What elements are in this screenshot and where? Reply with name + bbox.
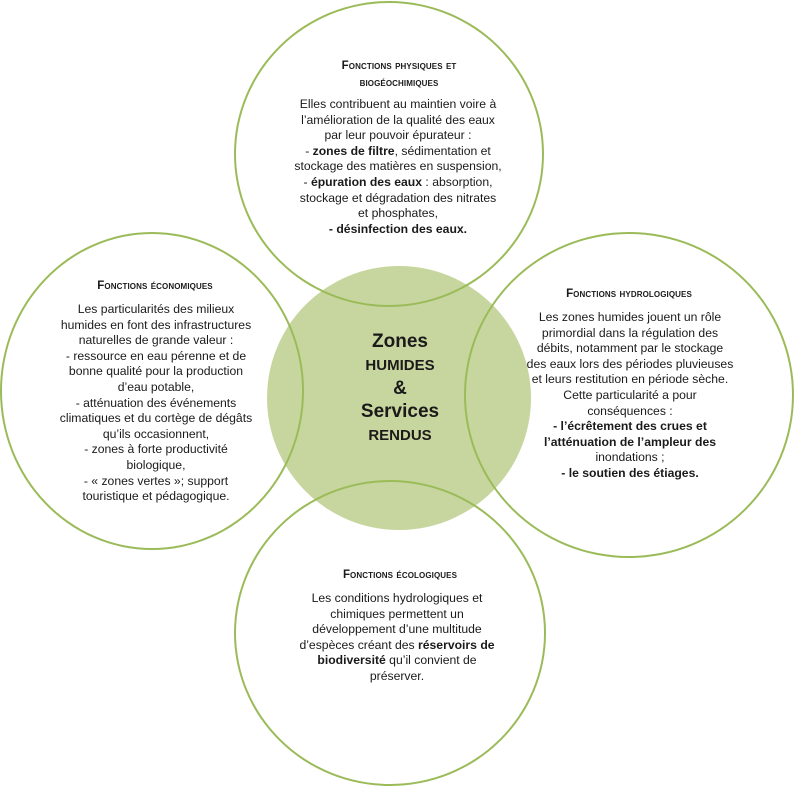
bottom-body: Les conditions hydrologiques et chimique… [272,591,522,685]
right-line-7: conséquences : [587,403,673,418]
top-line-7: stockage et dégradation des nitrates [299,190,497,205]
left-line-2: humides en font des infrastructures [60,317,252,332]
top-title-line-2: biogéochimiques [359,77,439,89]
top-body: Elles contribuent au maintien voire à l’… [269,97,527,237]
center-line-4: Services [360,401,440,422]
top-bold-filtre: zones de filtre [312,143,395,158]
top-line-5: stockage des matières en suspension, [294,159,502,174]
top-line-3: par leur pouvoir épurateur : [324,128,472,143]
bottom-line-5: biodiversité qu’il convient de [272,653,522,669]
center-label: Zones humides & Services rendus [330,330,470,448]
bottom-title: Fonctions écologiques [342,569,458,581]
bottom-bold-biodiversite: biodiversité [317,653,386,668]
left-line-8: climatiques et du cortège de dégâts [59,411,253,426]
top-line-9: - désinfection des eaux. [269,222,527,238]
right-title: Fonctions hydrologiques [566,288,692,300]
bottom-bold-reservoirs: réservoirs de [418,637,495,652]
right-line-6: Cette particularité a pour [563,387,697,402]
right-bold-attenuation: l’atténuation de l’ampleur des [543,434,716,449]
center-line-1: Zones [372,331,428,352]
center-line-5: rendus [368,427,432,444]
top-epuration-rest: : absorption, [422,174,493,189]
left-line-3: naturelles de grande valeur : [78,333,234,348]
left-line-13: touristique et pédagogique. [82,489,230,504]
right-bold-soutien: - le soutien des étiages. [561,465,699,480]
left-line-7: - atténuation des événements [75,395,237,410]
left-line-10: - zones à forte productivité [84,442,228,457]
right-line-1: Les zones humides jouent un rôle [538,310,722,324]
right-line-8: - l’écrêtement des crues et [505,419,755,435]
left-line-5: bonne qualité pour la production [68,364,244,379]
right-line-11: - le soutien des étiages. [505,466,755,482]
left-line-6: d’eau potable, [117,379,195,394]
top-line-6: - épuration des eaux : absorption, [269,175,527,191]
right-line-5: et leurs restitution en période sèche. [531,372,729,387]
circle-physical-functions [234,1,544,307]
circle-hydrologic-functions [464,232,794,558]
left-line-1: Les particularités des milieux [77,302,235,316]
bottom-convient: qu’il convient de [385,653,477,668]
left-line-11: biologique, [126,457,186,472]
top-title-line-1: Fonctions physiques et [341,60,457,72]
right-line-10: inondations ; [595,450,665,465]
right-line-4: des eaux lors des périodes pluvieuses [526,356,734,371]
left-line-4: - ressource en eau pérenne et de [65,348,247,363]
right-line-2: primordial dans la régulation des [541,325,719,340]
top-line-4: - zones de filtre, sédimentation et [269,144,527,160]
center-line-2: humides [365,357,435,374]
top-line-8: et phosphates, [358,206,438,221]
top-filtre-rest: , sédimentation et [394,143,491,158]
center-line-3: & [393,378,407,399]
right-line-9: l’atténuation de l’ampleur des [505,435,755,451]
top-bold-desinfection: - désinfection des eaux. [328,221,468,236]
left-line-9: qu’ils occasionnent, [102,426,210,441]
left-title: Fonctions économiques [97,280,213,292]
right-line-3: débits, notamment par le stockage [536,341,724,356]
bottom-line-1: Les conditions hydrologiques et [311,591,483,605]
right-bold-ecretement: - l’écrêtement des crues et [553,419,707,434]
top-dash-1: - [305,143,313,158]
bottom-line-3: développement d’une multitude [312,622,482,637]
top-line-2: l’amélioration de la qualité des eaux [301,112,495,127]
right-body: Les zones humides jouent un rôle primord… [505,310,755,482]
bottom-line-6: préserver. [369,668,425,683]
bottom-creant: d’espèces créant des [299,637,418,652]
circle-ecological-functions [234,480,546,786]
top-dash-2: - [303,174,311,189]
bottom-line-4: d’espèces créant des réservoirs de [272,638,522,654]
circle-economic-functions [0,232,304,550]
top-bold-epuration: épuration des eaux [310,174,423,189]
top-title: Fonctions physiques et biogéochimiques [289,58,509,92]
left-body: Les particularités des milieux humides e… [36,302,276,505]
bottom-line-2: chimiques permettent un [330,606,464,621]
top-line-1: Elles contribuent au maintien voire à [299,97,497,111]
left-line-12: - « zones vertes »; support [83,473,229,488]
